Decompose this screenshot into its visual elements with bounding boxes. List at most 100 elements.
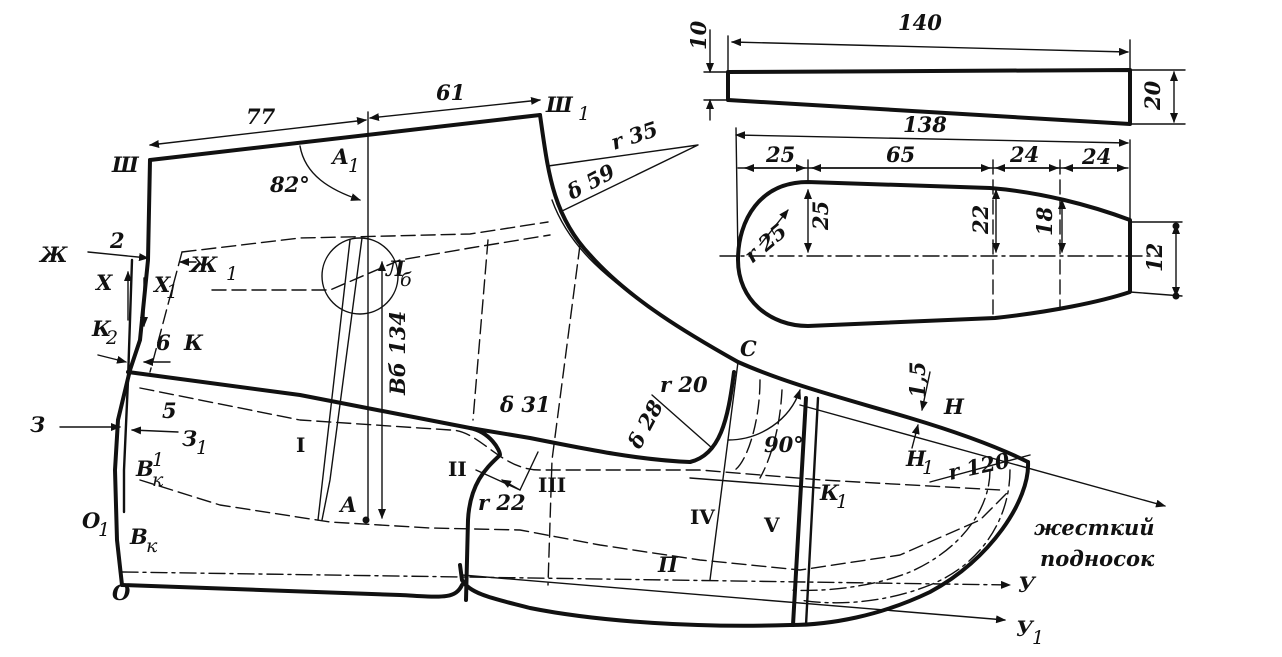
dim-d31-label: δ 31 [499,392,551,417]
dashed-collar-line-2 [149,251,183,373]
quarter-top-line [126,370,692,464]
top-24a-label: 24 [1009,142,1039,167]
tongue-138-piece [719,127,1183,328]
dim-r22-label: r 22 [478,490,526,515]
c-vertical-line [709,361,739,581]
toecap-note-line2: подносок [1040,546,1155,571]
dimension-labels: 77 61 r 35 δ 59 Вб 134 82° 2 6 5 δ 31 r … [109,10,1167,515]
vamp-iv-curve [688,370,736,464]
section-iii-label: III [538,473,566,497]
r35-leader [547,144,699,213]
point-zh-label: Ж [38,242,68,267]
point-labels: Ш Ш 1 А 1 Ж Ж 1 Х Х 1 Л б К 2 К З З 1 В … [30,92,1044,649]
point-p-label: П [657,552,679,577]
point-zh1-sub: 1 [226,263,238,285]
point-a-dot [362,516,370,524]
top-25a-label: 25 [765,142,795,167]
angle-82-arc [299,145,361,201]
line-section-I [317,239,351,521]
dim-90-label: 90° [764,432,804,457]
top-140-label: 140 [898,10,942,35]
tongue-dot-bottom [1172,292,1180,300]
tongue-outline [736,180,1132,328]
toecap-note-line1: жесткий [1034,515,1155,540]
point-z-label: З [30,412,45,437]
line-section-II [321,237,363,521]
point-o1-label: О [82,508,101,533]
point-k2-sub: 2 [105,327,118,349]
tongue-ext-left [735,127,739,261]
point-x-label: Х [94,270,113,295]
toe-outline [458,460,1031,628]
point-k1-sub: 1 [836,491,848,513]
section-line-V-a [791,396,808,627]
dim-d28-label: δ 28 [622,396,668,454]
dashed-vamp-line-2 [759,389,783,479]
dim-6-label: 6 [156,330,171,355]
top-20-label: 20 [1140,80,1165,111]
section-labels: I II III IV V [296,433,780,537]
point-h-label: Н [943,394,965,419]
point-k1-label: К [819,480,840,505]
dim-r120-label: r 120 [946,447,1012,484]
point-a-label: А [338,492,357,517]
bottom-line [120,583,464,599]
top-65-label: 65 [886,142,915,167]
dashed-lining-bottom [139,479,1011,571]
top-r25-label: r 25 [739,218,792,268]
point-z1-sub: 1 [196,437,208,459]
point-h1-label: Н [905,446,927,471]
point-bk1-sup: 1 [152,449,164,471]
top-138-label: 138 [903,112,947,137]
top-18-label: 18 [1032,206,1057,236]
toe-axis-line [799,404,1166,508]
point-y1-sub: 1 [1032,627,1044,649]
section-v-label: V [763,513,780,537]
dashed-lining-line [139,387,1001,491]
point-x1-label: Х [152,272,171,297]
point-z1-label: З [182,426,197,451]
section-iii-arrows [475,469,521,491]
dashed-collar-line [181,221,549,253]
h-arrow-up [911,424,920,449]
point-x1-sub: 1 [166,281,178,303]
tongue-r25-leader [759,209,789,246]
dashed-section-III [547,244,581,586]
k1-horizontal-line [689,477,821,489]
dim-5-label: 5 [162,398,177,423]
k-arrow-line [97,354,127,364]
point-sh-label: Ш [111,152,140,177]
y-axis-line [121,571,1011,589]
top-10-label: 10 [686,20,711,50]
dashdot-inner-toe [799,469,1011,604]
z1-arrow-line [131,426,179,435]
point-sh1-label: Ш [545,92,574,117]
tongue-dot-top [1172,222,1180,230]
dim-r20-label: r 20 [660,372,708,397]
r120-leader [929,454,1031,483]
dim-61-label: 61 [436,80,465,105]
point-sh1-sub: 1 [578,103,590,125]
point-a1-label: А [330,144,349,169]
dim-r35-label: r 35 [608,116,661,154]
zh-arrow-line [87,251,149,262]
dim-2-label: 2 [109,228,125,253]
strip-dim-140 [731,38,1129,56]
r20-leader [651,394,713,449]
point-lb-sub: б [400,269,412,291]
strip-140-piece [703,29,1186,126]
dim-61-line [369,96,541,122]
dim-82-label: 82° [269,172,310,197]
point-bk1-sub: к [152,469,164,491]
angle-90-arc [727,389,801,441]
point-y-label: У [1018,572,1037,597]
section-ii-label: II [448,457,467,481]
dim-77-line [149,117,367,148]
top-12-label: 12 [1142,243,1167,272]
point-k-label: К [183,330,204,355]
point-lb-label: Л [385,256,406,281]
dashed-vamp-line [734,379,761,471]
section-i-label: I [296,433,305,457]
back-edge-inner [122,258,134,514]
quarter-loop [464,426,502,602]
